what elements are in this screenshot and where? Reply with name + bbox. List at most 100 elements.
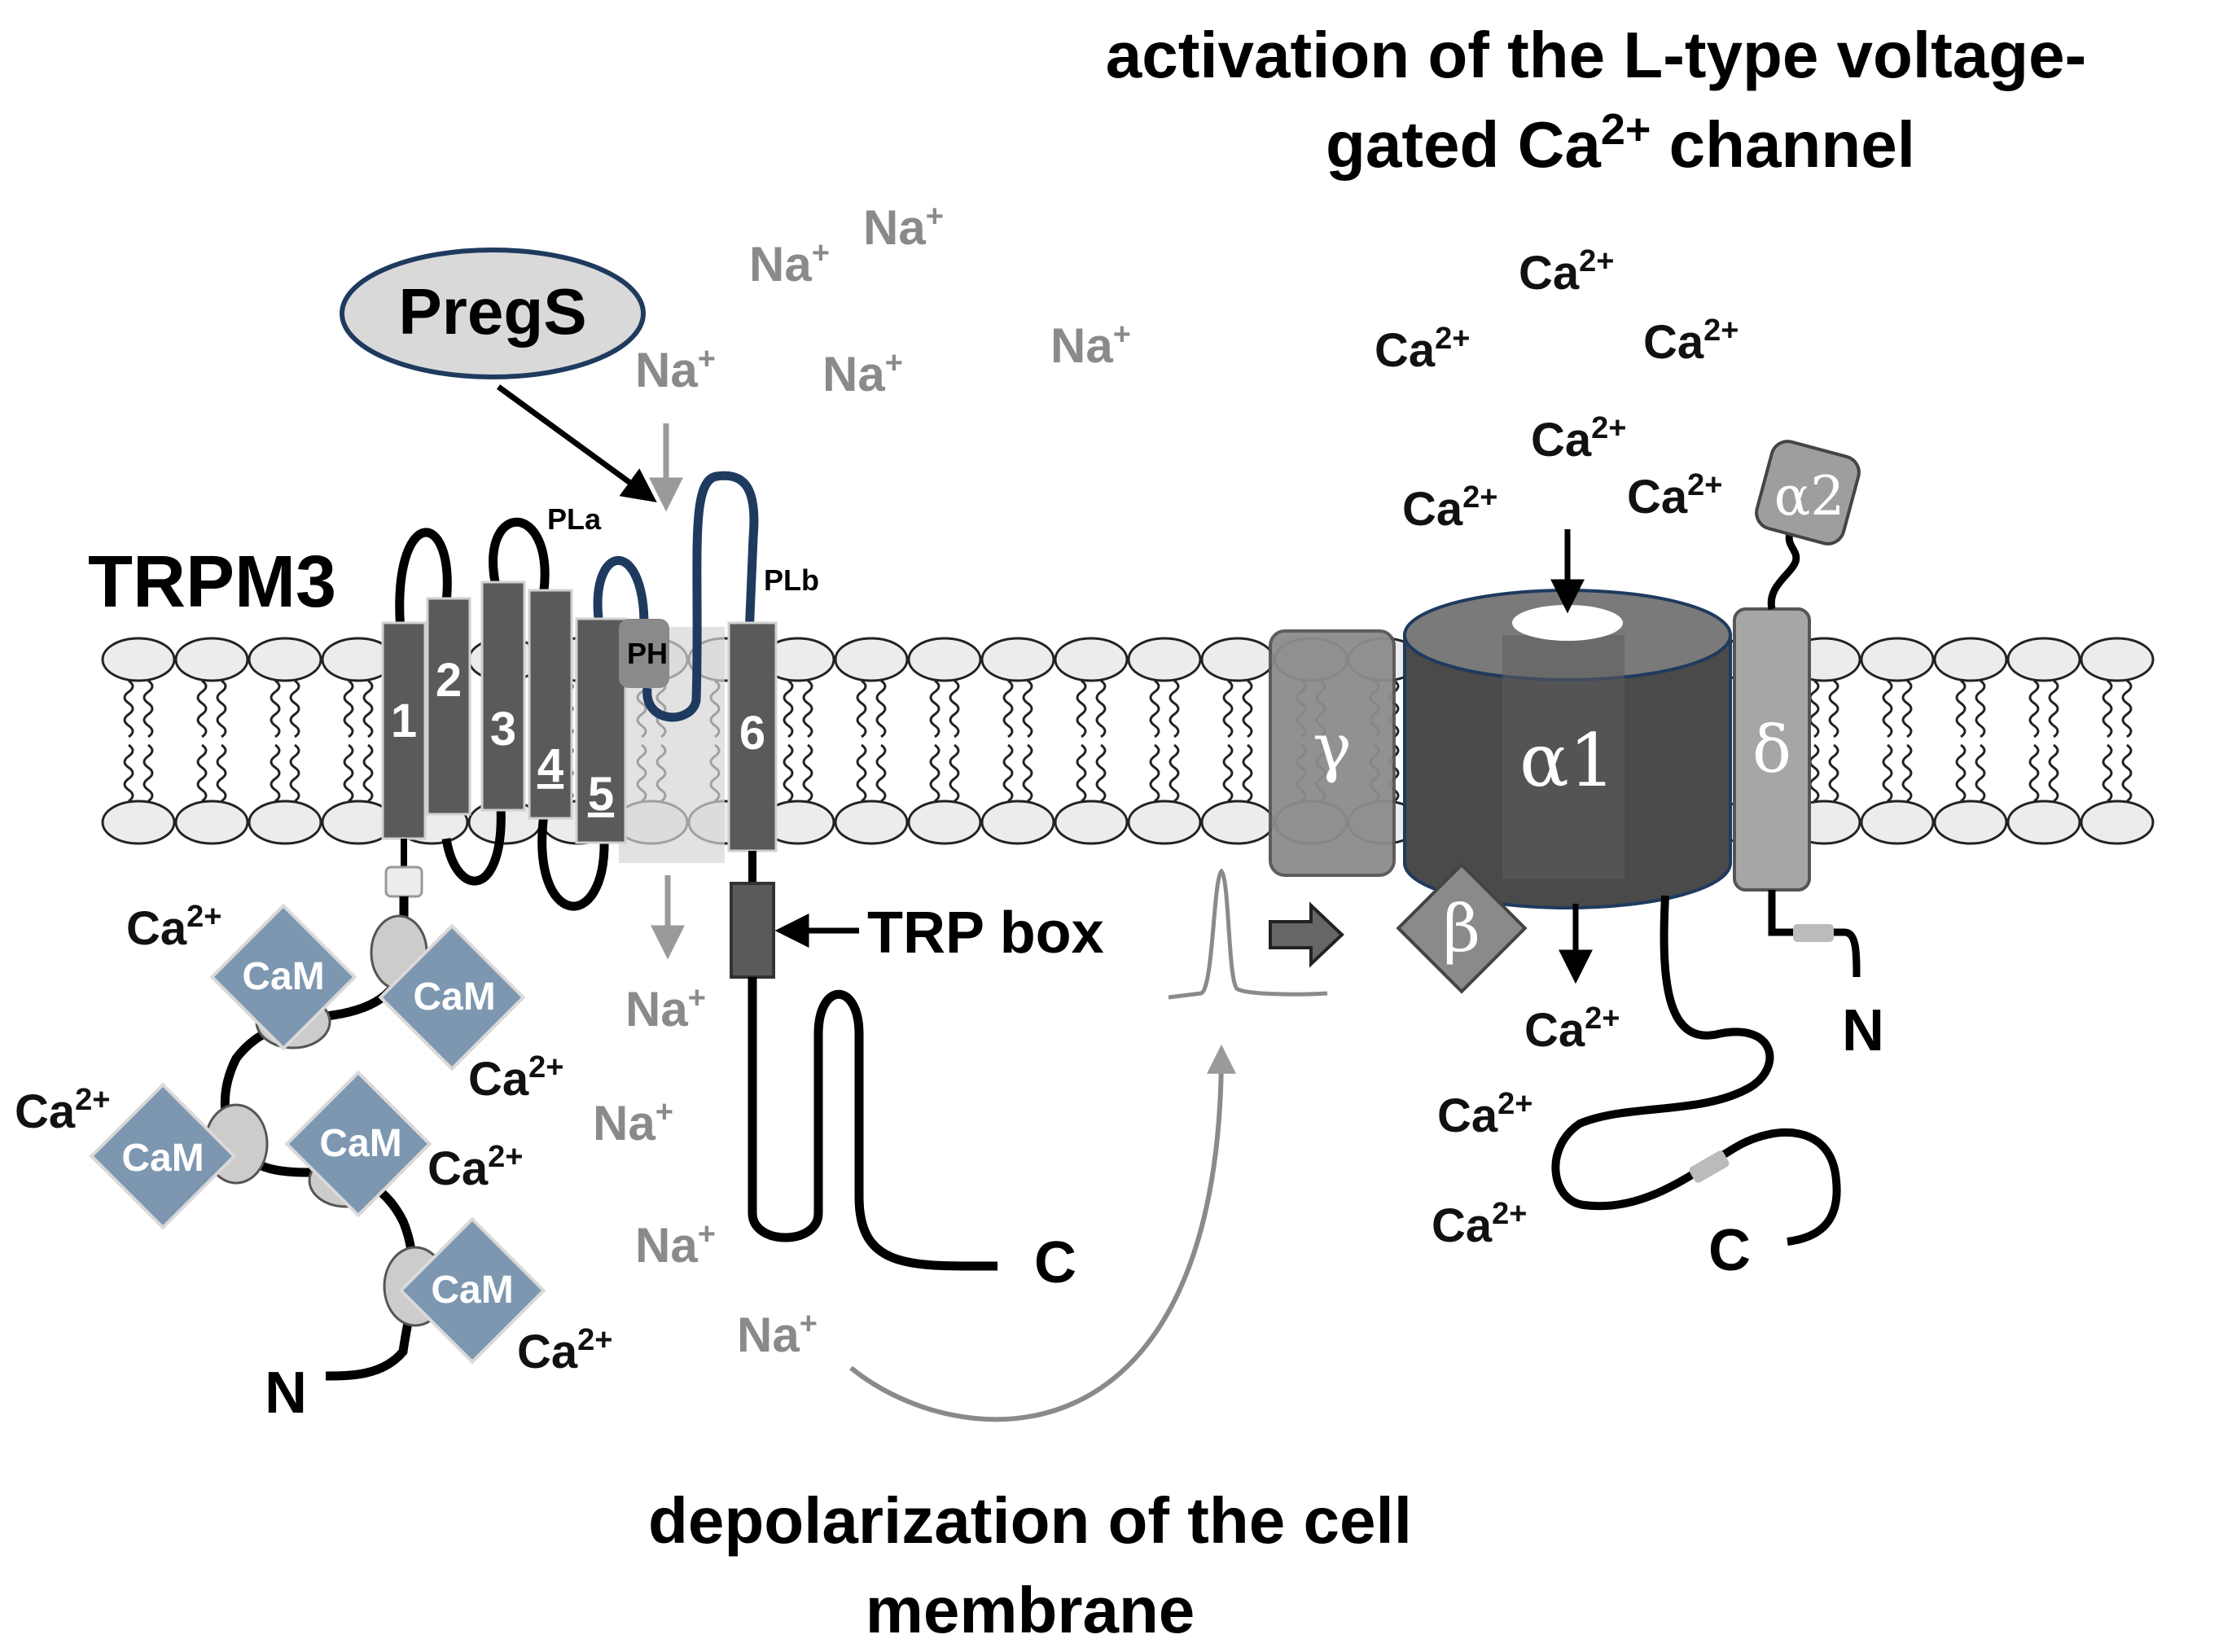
lipid-tail [929,743,940,803]
lipid-tail [123,743,134,803]
beta-label: β [1443,891,1480,966]
cam-1-label: CaM [242,955,324,998]
lipid-head [174,800,249,845]
delta-n-tail [1768,890,1861,978]
loop-s3-s4 [489,517,550,591]
segment-6-label: 6 [739,707,765,760]
lipid-tail [802,743,813,803]
trp-box-label: TRP box [867,900,1104,966]
lipid-head [1200,800,1275,845]
lipid-head [248,637,322,682]
lipid-tail [2048,743,2059,803]
pla-label: PLa [547,502,602,536]
lipid-tail [1002,743,1014,803]
lipid-tail [1022,743,1033,803]
alpha1-c-tail-box [1689,1150,1730,1183]
calcium-ion-label: Ca2+ [1402,480,1497,536]
title-top-line2-sup: 2+ [1601,105,1651,154]
alpha1-subunit [1403,589,1732,909]
sodium-ion-label: Na+ [1050,318,1131,373]
alpha1-label: α1 [1519,718,1616,804]
lipid-tail [1809,743,1820,803]
lipid-tail [1955,679,1966,738]
segment-1-label: 1 [391,695,417,747]
cam-3-label: CaM [121,1137,204,1180]
lipid-tail [929,679,940,738]
segment-1 [381,621,427,840]
cam-3: CaM [89,1082,237,1230]
n-tail-box [384,865,423,898]
lipid-head [2006,637,2081,682]
lipid-tail [1149,743,1160,803]
lipid-tail [142,679,154,738]
trp-box [730,882,775,979]
lipid-tail [142,743,154,803]
alpha1-pore [1512,605,1623,641]
pore-loop-b [642,471,759,722]
lipid-head [248,800,322,845]
lipid-tail [1828,743,1839,803]
lipid-tail [1168,679,1180,738]
lipid-tail [875,743,887,803]
lipid-tail [270,679,281,738]
lipid-tail [289,679,300,738]
gamma-label: γ [1313,709,1352,785]
calcium-ion-label: Ca2+ [1432,1197,1527,1252]
lipid-tail [1242,743,1253,803]
activation-block-arrow [1269,901,1344,968]
loop-s1-s2 [395,528,452,632]
lipid-head [2006,800,2081,845]
depolarization-curve-arrow [849,1044,1236,1422]
lipid-tail [1222,743,1234,803]
lipid-tail [1222,679,1234,738]
lipid-tail [216,743,227,803]
lipid-head [2080,800,2155,845]
cam-4-label: CaM [319,1122,401,1165]
trpm3-label: TRPM3 [88,541,336,623]
lipid-head [101,637,176,682]
lipid-head [101,800,176,845]
title-top-line2: gated Ca2+ channel [1326,105,1915,181]
lipid-tail [1242,679,1253,738]
sodium-ion-label: Na+ [822,346,903,401]
ion-labels: Na+Na+Na+Na+Na+Na+Na+Na+Na+Ca2+Ca2+Ca2+C… [15,199,1738,1378]
lipid-tail [289,743,300,803]
lipid-tail [123,679,134,738]
lipid-tail [1095,679,1107,738]
lipid-head [1860,800,1935,845]
trpm3-n-terminus: N [265,1361,307,1426]
title-bottom-line1: depolarization of the cell [648,1484,1412,1557]
calcium-ion-label: Ca2+ [1531,411,1626,467]
lipid-head [980,637,1055,682]
calcium-ion-label: Ca2+ [1437,1087,1532,1142]
lipid-head [1127,800,1202,845]
calcium-ion-label: Ca2+ [1524,1001,1620,1057]
lipid-tail [2028,743,2040,803]
lipid-head [174,637,249,682]
lipid-tail [2048,679,2059,738]
lipid-tail [1022,679,1033,738]
lipid-tail [1955,743,1966,803]
lipid-head [1933,800,2008,845]
lipid-tail [1828,679,1839,738]
pore-helix [619,619,669,688]
action-potential-trace [1168,868,1328,1000]
lipid-head [1860,637,1935,682]
lipid-tail [2102,679,2113,738]
alpha2-linker [1767,527,1800,610]
calcium-ion-label: Ca2+ [1643,313,1738,369]
segment-2-label: 2 [436,654,462,707]
lipid-tail [2121,679,2133,738]
lipid-tail [1975,743,1986,803]
lipid-tail [196,743,208,803]
lipid-head [834,637,909,682]
beta-subunit [1396,862,1528,994]
pregs-binding-arrow [496,384,657,502]
lipid-tail [1076,743,1087,803]
delta-n-tail-box [1793,924,1834,942]
calcium-ion-label: Ca2+ [468,1050,563,1106]
lipid-head [1200,637,1275,682]
lipid-tail [1002,679,1014,738]
sodium-ion-label: Na+ [625,981,706,1036]
